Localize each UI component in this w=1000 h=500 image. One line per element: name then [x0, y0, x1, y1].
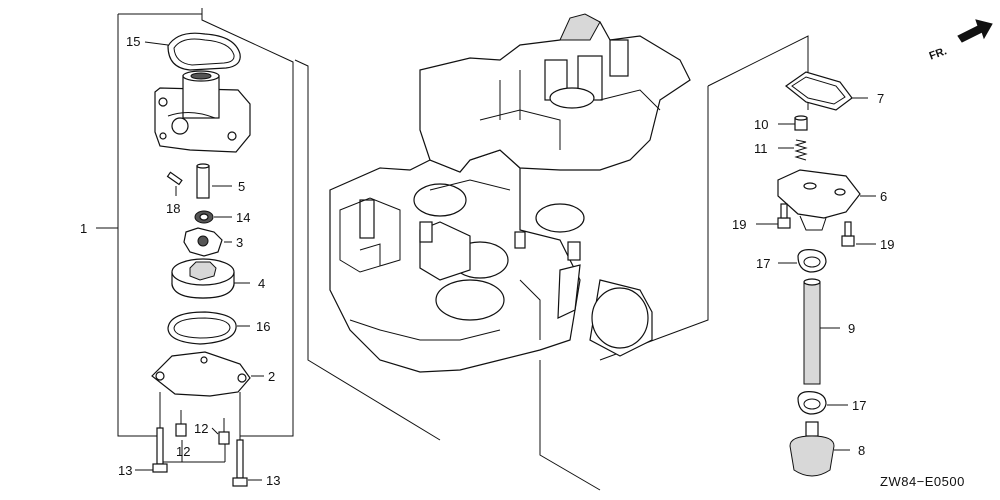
- part-15-gasket: [144, 32, 241, 71]
- part-16-o-ring: [167, 311, 250, 345]
- bolt-19-right: [841, 221, 876, 247]
- callout-12-lower: 12: [176, 444, 190, 459]
- part-6-cover: [777, 169, 876, 231]
- callout-1: 1: [80, 221, 87, 236]
- callout-labels: 1 2 3 4 5 6 7 8 9 10 11 12 12 13 13 14 1…: [80, 34, 894, 488]
- part-11-spring: [778, 139, 808, 161]
- part-3-inner-rotor: [183, 227, 232, 257]
- cylinder-block: [294, 13, 809, 491]
- part-7-gasket: [784, 71, 868, 111]
- bolt-12-left: [175, 410, 187, 437]
- callout-3: 3: [236, 235, 243, 250]
- callout-16: 16: [256, 319, 270, 334]
- diagram-code: ZW84−E0500: [880, 474, 965, 489]
- bolt-13-right: [232, 392, 262, 487]
- part-17-clip-bottom: [797, 391, 848, 415]
- part-2-cover: [151, 351, 264, 397]
- bolt-12-right: [211, 418, 230, 445]
- callout-10: 10: [754, 117, 768, 132]
- callout-17-top: 17: [756, 256, 770, 271]
- oil-pump-body: [154, 70, 251, 153]
- callout-7: 7: [877, 91, 884, 106]
- part-18-pin: [166, 171, 183, 196]
- callout-13-left: 13: [118, 463, 132, 478]
- bolt-13-left: [135, 392, 168, 473]
- callout-11: 11: [754, 141, 768, 156]
- direction-label: FR.: [928, 45, 949, 62]
- callout-2: 2: [268, 369, 275, 384]
- callout-15: 15: [126, 34, 140, 49]
- callout-14: 14: [236, 210, 250, 225]
- callout-19-left: 19: [732, 217, 746, 232]
- front-direction-arrow: FR.: [928, 19, 993, 63]
- part-8-strainer: [789, 421, 850, 477]
- callout-9: 9: [848, 321, 855, 336]
- part-5-shaft: [196, 163, 232, 199]
- callout-19-right: 19: [880, 237, 894, 252]
- callout-13-right: 13: [266, 473, 280, 488]
- callout-18: 18: [166, 201, 180, 216]
- callout-6: 6: [880, 189, 887, 204]
- part-10-plunger: [778, 115, 808, 131]
- callout-4: 4: [258, 276, 265, 291]
- callout-5: 5: [238, 179, 245, 194]
- bolt-19-left: [756, 203, 791, 229]
- part-9-hose: [803, 278, 840, 385]
- part-17-clip-top: [778, 249, 827, 273]
- callout-17-bottom: 17: [852, 398, 866, 413]
- part-4-outer-rotor: [171, 258, 250, 299]
- callout-8: 8: [858, 443, 865, 458]
- callout-12-upper: 12: [194, 421, 208, 436]
- part-14-seal: [194, 210, 232, 224]
